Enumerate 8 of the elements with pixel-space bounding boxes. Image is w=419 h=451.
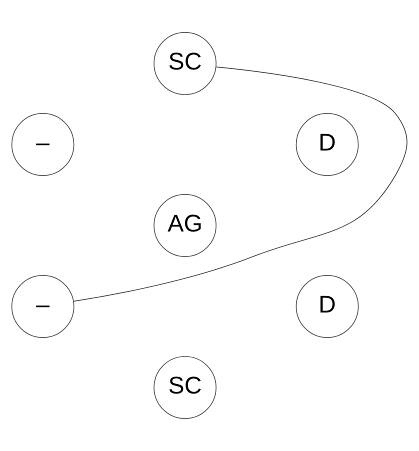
node-circle: D <box>296 113 359 176</box>
node-circle: – <box>11 275 74 338</box>
node-circle: – <box>11 113 74 176</box>
node-circle: SC <box>154 32 217 95</box>
node-circle: D <box>296 275 359 338</box>
node-circle: AG <box>154 194 217 257</box>
node-circle: SC <box>154 356 217 419</box>
connector <box>73 66 408 302</box>
